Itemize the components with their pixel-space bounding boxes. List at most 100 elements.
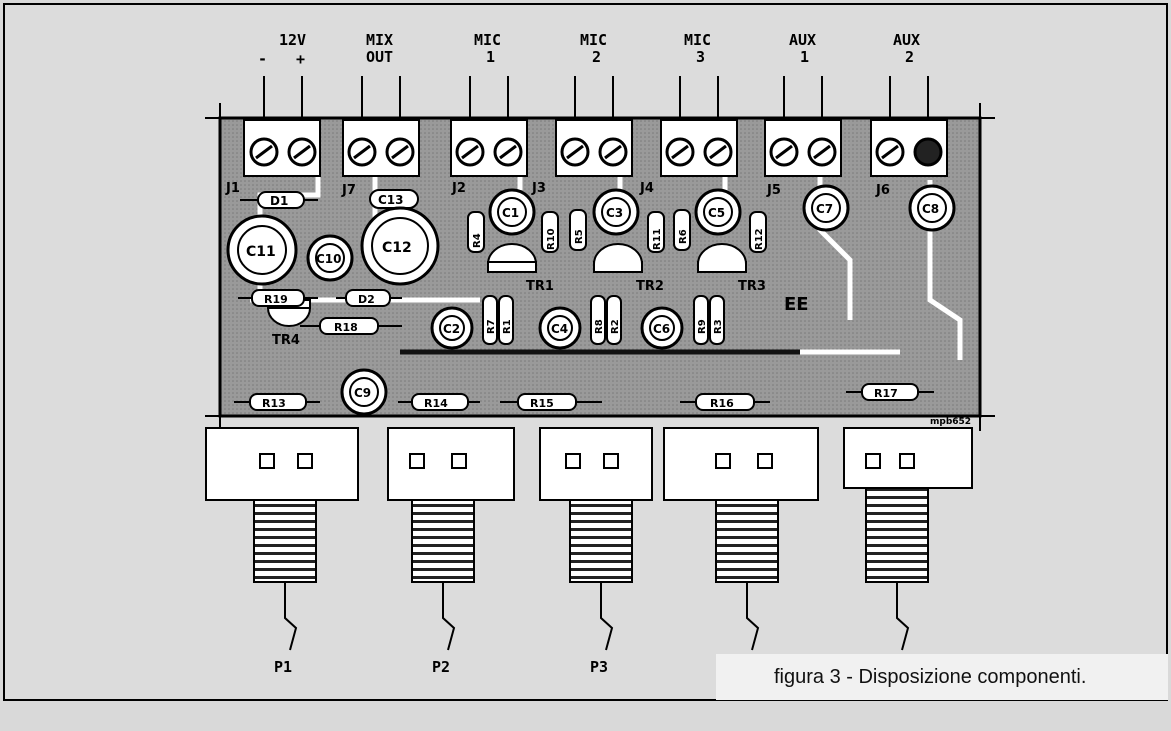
ref-c5: C5 <box>708 206 725 220</box>
cap-c2: C2 <box>430 306 474 350</box>
label-mic1-num: 1 <box>486 48 495 66</box>
terminal-j1 <box>243 119 321 177</box>
label-p2: P2 <box>432 658 450 676</box>
pot-p2: P2 <box>387 427 515 676</box>
label-mix: MIX <box>366 31 393 49</box>
label-p3: P3 <box>590 658 608 676</box>
ref-c8: C8 <box>922 202 939 216</box>
label-mic1: MIC <box>474 31 501 49</box>
cap-c4: C4 <box>538 306 582 350</box>
figure-caption: figura 3 - Disposizione componenti. <box>716 654 1168 700</box>
ref-j6: J6 <box>875 183 890 198</box>
cap-c12: C12 <box>360 206 440 286</box>
ref-c1: C1 <box>502 206 519 220</box>
ref-c13: C13 <box>378 193 404 207</box>
ref-r7: R7 <box>486 319 497 334</box>
label-aux1-num: 1 <box>800 48 809 66</box>
cap-c13: C13 <box>369 189 419 209</box>
ref-j2: J2 <box>451 181 466 196</box>
ref-c3: C3 <box>606 206 623 220</box>
ref-c10: C10 <box>316 252 342 266</box>
transistor-tr3: TR3 <box>697 243 766 294</box>
pot-p1: P1 <box>205 427 359 676</box>
label-mic2: MIC <box>580 31 607 49</box>
label-aux2: AUX <box>893 31 920 49</box>
cap-c6: C6 <box>640 306 684 350</box>
cap-c5: C5 <box>694 188 742 236</box>
transistor-tr2: TR2 <box>593 243 664 294</box>
label-mic2-num: 2 <box>592 48 601 66</box>
ref-r9: R9 <box>697 319 708 334</box>
marking-ee: EE <box>784 294 809 315</box>
ref-j5: J5 <box>766 183 781 198</box>
ref-j1: J1 <box>225 181 240 196</box>
ref-r19: R19 <box>264 293 288 306</box>
pot-p3: P3 <box>539 427 653 676</box>
registration-marks <box>205 103 995 431</box>
ref-j7: J7 <box>341 183 356 198</box>
label-12v: 12V <box>279 31 306 49</box>
ref-r13: R13 <box>262 397 286 410</box>
pot-p4: P4 <box>663 427 819 676</box>
cap-c11: C11 <box>226 214 298 286</box>
ref-tr2: TR2 <box>636 279 664 294</box>
ref-j3: J3 <box>531 181 546 196</box>
ref-r15: R15 <box>530 397 554 410</box>
ref-c6: C6 <box>653 322 670 336</box>
ref-r4: R4 <box>472 233 483 248</box>
ref-r6: R6 <box>678 229 689 244</box>
ref-tr4: TR4 <box>272 333 300 348</box>
ref-c4: C4 <box>551 322 568 336</box>
ref-r11: R11 <box>652 228 663 250</box>
label-out: OUT <box>366 48 393 66</box>
ref-tr3: TR3 <box>738 279 766 294</box>
terminal-j3 <box>555 119 633 177</box>
board-code: mpb652 <box>930 417 971 427</box>
ref-r16: R16 <box>710 397 734 410</box>
label-plus: + <box>296 50 305 68</box>
terminal-blocks <box>243 119 948 177</box>
label-aux1: AUX <box>789 31 816 49</box>
terminal-j2 <box>450 119 528 177</box>
cap-c7: C7 <box>802 184 850 232</box>
ref-j4: J4 <box>639 181 654 196</box>
cap-c3: C3 <box>592 188 640 236</box>
potentiometers: P1 P2 P3 P4 <box>205 427 973 676</box>
label-aux2-num: 2 <box>905 48 914 66</box>
terminal-j7 <box>342 119 420 177</box>
ref-r17: R17 <box>874 387 898 400</box>
label-minus: - <box>258 50 267 68</box>
terminal-j4 <box>660 119 738 177</box>
ref-r3: R3 <box>713 319 724 334</box>
ref-c7: C7 <box>816 202 833 216</box>
label-mic3-num: 3 <box>696 48 705 66</box>
ref-r5: R5 <box>574 229 585 244</box>
label-mic3: MIC <box>684 31 711 49</box>
ref-r12: R12 <box>754 228 765 250</box>
ref-c12: C12 <box>382 240 412 256</box>
ref-d1: D1 <box>270 194 288 208</box>
ref-r8: R8 <box>594 319 605 334</box>
transistor-tr1: TR1 <box>486 243 554 294</box>
ref-c9: C9 <box>354 386 371 400</box>
vertical-resistors-mid <box>482 295 725 345</box>
ref-tr1: TR1 <box>526 279 554 294</box>
ref-c11: C11 <box>246 244 276 260</box>
horizontal-resistors <box>234 289 934 411</box>
label-p1: P1 <box>274 658 292 676</box>
vertical-resistors-top <box>467 209 767 253</box>
cap-c8: C8 <box>908 184 956 232</box>
ref-r14: R14 <box>424 397 448 410</box>
ref-c2: C2 <box>443 322 460 336</box>
cap-c9: C9 <box>340 368 388 416</box>
cap-c10: C10 <box>306 234 354 282</box>
cap-c1: C1 <box>488 188 536 236</box>
ref-d2: D2 <box>358 293 375 306</box>
terminal-j5 <box>764 119 842 177</box>
terminal-j6 <box>870 119 948 177</box>
diode-d1: D1 <box>240 191 318 209</box>
ref-r10: R10 <box>546 228 557 250</box>
ref-r2: R2 <box>610 319 621 334</box>
